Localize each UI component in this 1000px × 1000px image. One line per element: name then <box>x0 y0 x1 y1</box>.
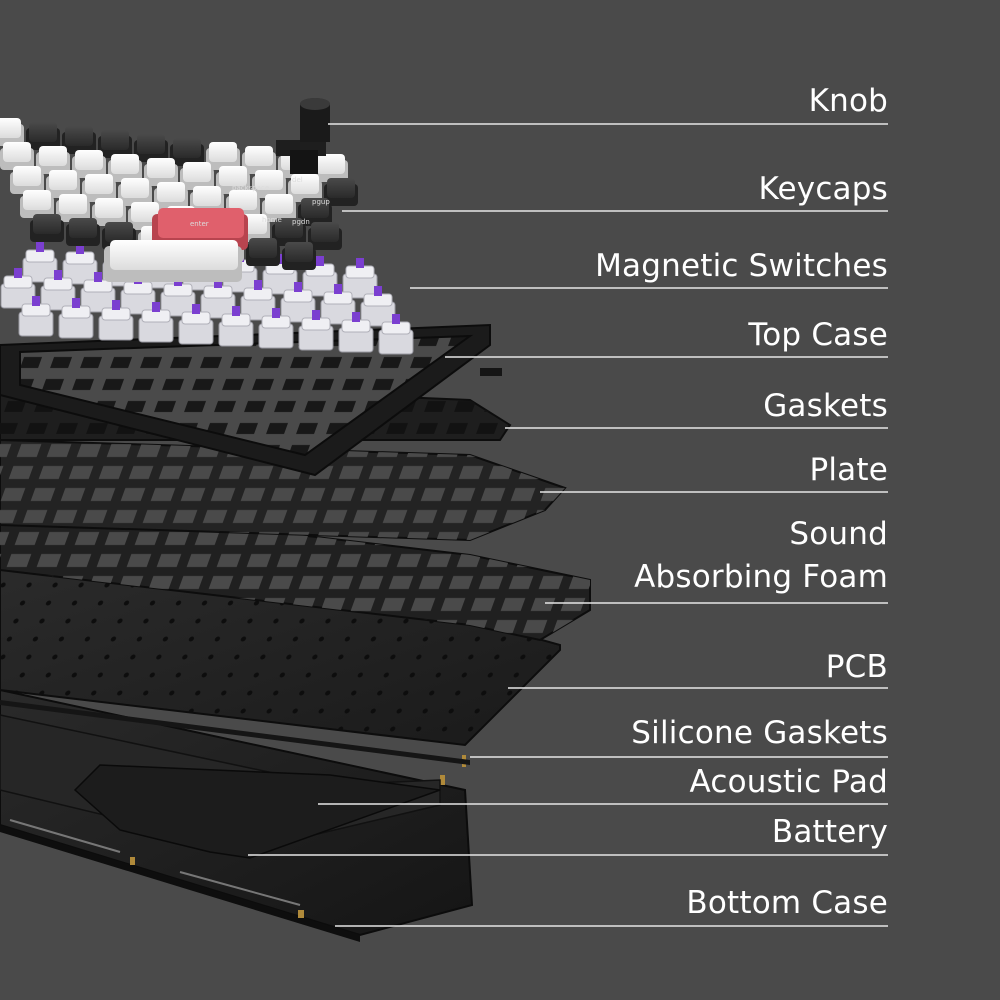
switch <box>58 298 94 339</box>
label-pcb: PCB <box>825 649 888 685</box>
keycap <box>298 198 332 226</box>
label-battery: Battery <box>771 814 888 850</box>
switch <box>80 272 116 313</box>
switch <box>0 268 36 309</box>
keycap <box>282 242 316 270</box>
keycap-legend: pgdn <box>292 218 310 226</box>
keycap <box>98 130 132 158</box>
keycap <box>170 138 204 166</box>
keycap <box>272 218 306 246</box>
keycap <box>144 158 178 186</box>
switch <box>178 304 214 345</box>
label-gaskets: Gaskets <box>763 388 888 424</box>
label-sound-line-1: Sound <box>789 516 888 552</box>
switch <box>200 278 236 319</box>
keycap-legend: pgup <box>312 198 330 206</box>
plate-layer <box>0 438 567 542</box>
label-knob: Knob <box>808 83 888 119</box>
switch <box>62 244 98 285</box>
switch <box>18 296 54 337</box>
keycap <box>62 126 96 154</box>
magnetic-switches-layer <box>0 242 414 355</box>
label-bottom-case: Bottom Case <box>686 885 888 921</box>
switch <box>378 314 414 355</box>
keycap <box>262 194 296 222</box>
keycap <box>46 170 80 198</box>
keycaps-layer: backspace del pgup enter pgdn home <box>0 118 358 282</box>
label-plate: Plate <box>809 452 888 488</box>
keycap <box>36 146 70 174</box>
keycap <box>288 174 322 202</box>
label-keycaps: Keycaps <box>758 171 888 207</box>
keycap <box>216 166 250 194</box>
keycap <box>92 198 126 226</box>
keycap <box>154 182 188 210</box>
keycap-legend: enter <box>190 220 209 228</box>
keycap-legend: home <box>262 216 282 224</box>
label-silicone-gaskets: Silicone Gaskets <box>631 715 888 751</box>
switch <box>280 282 316 323</box>
keycap <box>242 146 276 174</box>
sound-absorbing-foam-layer <box>0 498 591 642</box>
keycap-legend: backspace <box>232 184 269 192</box>
leader-lines <box>248 123 888 927</box>
keycap <box>10 166 44 194</box>
switch <box>22 242 58 283</box>
keycap <box>252 170 286 198</box>
keycap <box>118 178 152 206</box>
keycap <box>180 162 214 190</box>
switch <box>320 284 356 325</box>
keycap <box>26 122 60 150</box>
label-top-case: Top Case <box>748 317 888 353</box>
keycap <box>246 238 280 266</box>
keycap <box>20 190 54 218</box>
switch <box>98 300 134 341</box>
keycap <box>56 194 90 222</box>
keycap <box>0 118 24 146</box>
label-sound-absorbing-foam: Sound Absorbing Foam <box>634 513 888 599</box>
switch <box>342 258 378 299</box>
keycap <box>108 154 142 182</box>
keycap <box>30 214 64 242</box>
switch <box>338 312 374 353</box>
keycap <box>308 222 342 250</box>
switch <box>218 306 254 347</box>
keycap-legend: del <box>292 176 303 184</box>
keycap <box>206 142 240 170</box>
switch <box>258 308 294 349</box>
battery-layer <box>73 764 441 859</box>
keycap <box>82 174 116 202</box>
keycap <box>134 134 168 162</box>
switch <box>298 310 334 351</box>
keycap <box>324 178 358 206</box>
keycap <box>0 142 34 170</box>
knob-icon <box>276 98 330 174</box>
label-sound-line-2: Absorbing Foam <box>634 559 888 595</box>
spacebar-keycap <box>104 240 242 282</box>
switch <box>240 280 276 321</box>
silicone-gaskets-layer <box>0 700 470 765</box>
label-acoustic-pad: Acoustic Pad <box>689 764 888 800</box>
label-magnetic-switches: Magnetic Switches <box>595 248 888 284</box>
keycap <box>72 150 106 178</box>
switch <box>138 302 174 343</box>
keycap <box>314 154 348 182</box>
keycap <box>66 218 100 246</box>
